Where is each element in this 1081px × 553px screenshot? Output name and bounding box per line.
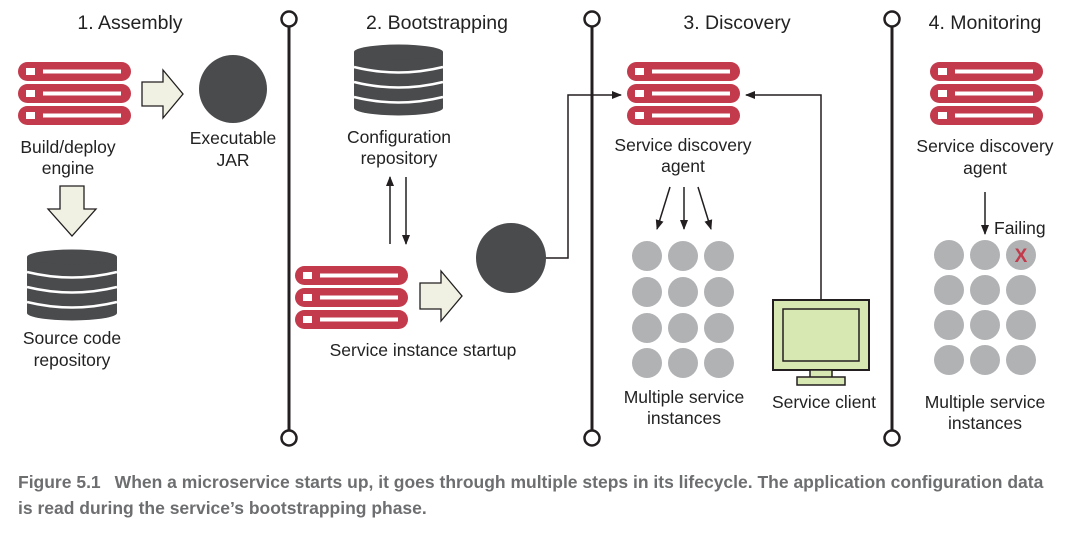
service-instance-server-icon — [295, 266, 408, 329]
service-client-label: Service client — [772, 392, 876, 412]
figure-caption-text: When a microservice starts up, it goes t… — [18, 472, 1044, 518]
phase-title-discovery: 3. Discovery — [683, 12, 791, 34]
phase-divider-1 — [280, 10, 298, 447]
configuration-repo-label-line2: repository — [361, 148, 438, 168]
running-service-node — [476, 223, 546, 293]
build-engine-label-line2: engine — [42, 158, 95, 178]
route-arrow-icon — [697, 186, 713, 230]
register-arrow — [546, 91, 622, 259]
figure-number: Figure 5.1 — [18, 472, 101, 492]
right-block-arrow-icon — [141, 68, 184, 120]
monitoring-agent-label-line2: agent — [963, 158, 1007, 178]
phase-title-bootstrapping: 2. Bootstrapping — [366, 12, 508, 34]
right-block-arrow-icon — [419, 269, 463, 323]
discovery-agent-label-line2: agent — [661, 156, 705, 176]
down-block-arrow-icon — [46, 185, 98, 237]
configuration-repository-database-icon — [353, 44, 444, 116]
monitor-icon — [772, 299, 870, 386]
route-arrow-icon — [655, 186, 671, 230]
build-engine-server-icon — [18, 62, 131, 125]
discovery-agent-server-icon — [627, 62, 740, 125]
executable-jar-node — [199, 55, 267, 123]
multiple-instances-label-line2: instances — [647, 408, 721, 428]
source-code-repo-label-line2: repository — [34, 350, 111, 370]
phase-divider-2 — [583, 10, 601, 447]
monitoring-instances-label-line1: Multiple service — [925, 392, 1046, 412]
failing-label: Failing — [994, 218, 1046, 238]
executable-jar-label-line2: JAR — [216, 150, 249, 170]
service-instances-grid — [632, 241, 734, 378]
source-code-repository-database-icon — [26, 249, 118, 321]
service-instance-startup-label: Service instance startup — [330, 340, 517, 360]
lookup-arrow — [745, 91, 822, 300]
failed-instance-x-icon: X — [1015, 246, 1028, 267]
monitoring-discovery-agent-server-icon — [930, 62, 1043, 125]
monitoring-agent-label-line1: Service discovery — [916, 136, 1053, 156]
monitored-instances-grid — [934, 240, 1036, 375]
build-engine-label-line1: Build/deploy — [20, 137, 116, 157]
phase-title-assembly: 1. Assembly — [77, 12, 182, 34]
phase-divider-3 — [883, 10, 901, 447]
multiple-instances-label-line1: Multiple service — [624, 387, 745, 407]
microservice-lifecycle-diagram: 1. Assembly 2. Bootstrapping 3. Discover… — [18, 10, 1054, 447]
monitoring-instances-label-line2: instances — [948, 413, 1022, 433]
source-code-repo-label-line1: Source code — [23, 328, 121, 348]
executable-jar-label-line1: Executable — [190, 128, 277, 148]
configuration-repo-label-line1: Configuration — [347, 127, 451, 147]
discovery-agent-label-line1: Service discovery — [614, 135, 751, 155]
phase-title-monitoring: 4. Monitoring — [929, 12, 1042, 34]
